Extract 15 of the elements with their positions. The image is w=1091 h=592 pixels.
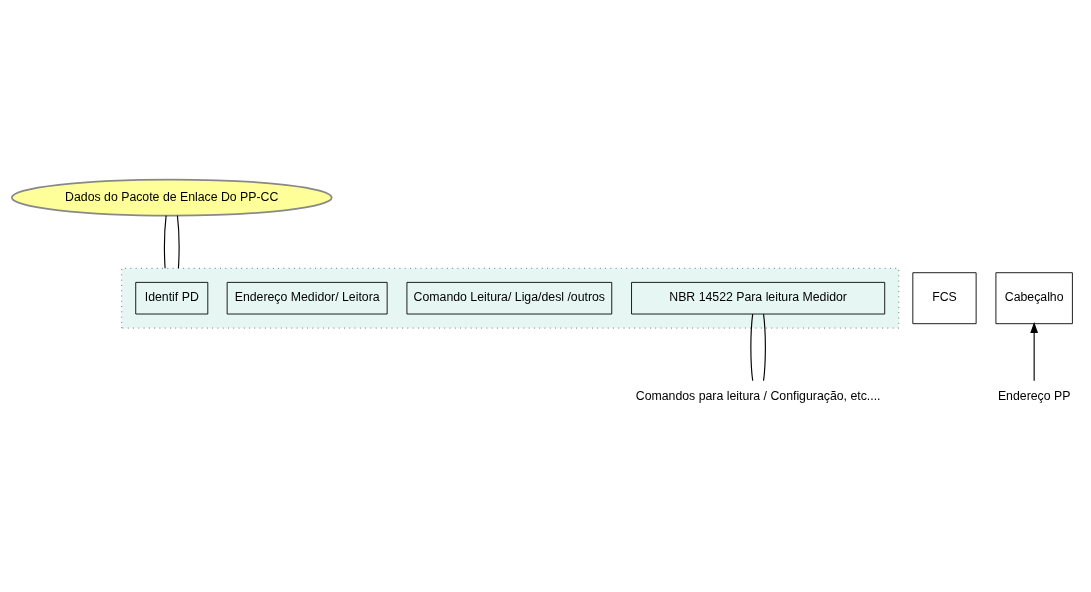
node-box: Comando Leitura/ Liga/desl /outros — [406, 281, 613, 315]
cluster — [121, 267, 900, 329]
node-box: Cabeçalho — [995, 272, 1073, 325]
connector — [750, 313, 754, 382]
connector — [762, 313, 766, 382]
node-text: Endereço PP — [997, 388, 1071, 403]
node-box: FCS — [912, 272, 977, 325]
node-box: Endereço Medidor/ Leitora — [226, 281, 388, 315]
node-text: Comandos para leitura / Configuração, etc.... — [635, 388, 881, 403]
connector — [176, 215, 180, 269]
connector — [163, 215, 167, 269]
node-ellipse: Dados do Pacote de Enlace Do PP-CC — [10, 178, 333, 217]
node-box: Identif PD — [135, 281, 209, 315]
node-box: NBR 14522 Para leitura Medidor — [631, 281, 886, 315]
arrow — [1030, 322, 1039, 382]
